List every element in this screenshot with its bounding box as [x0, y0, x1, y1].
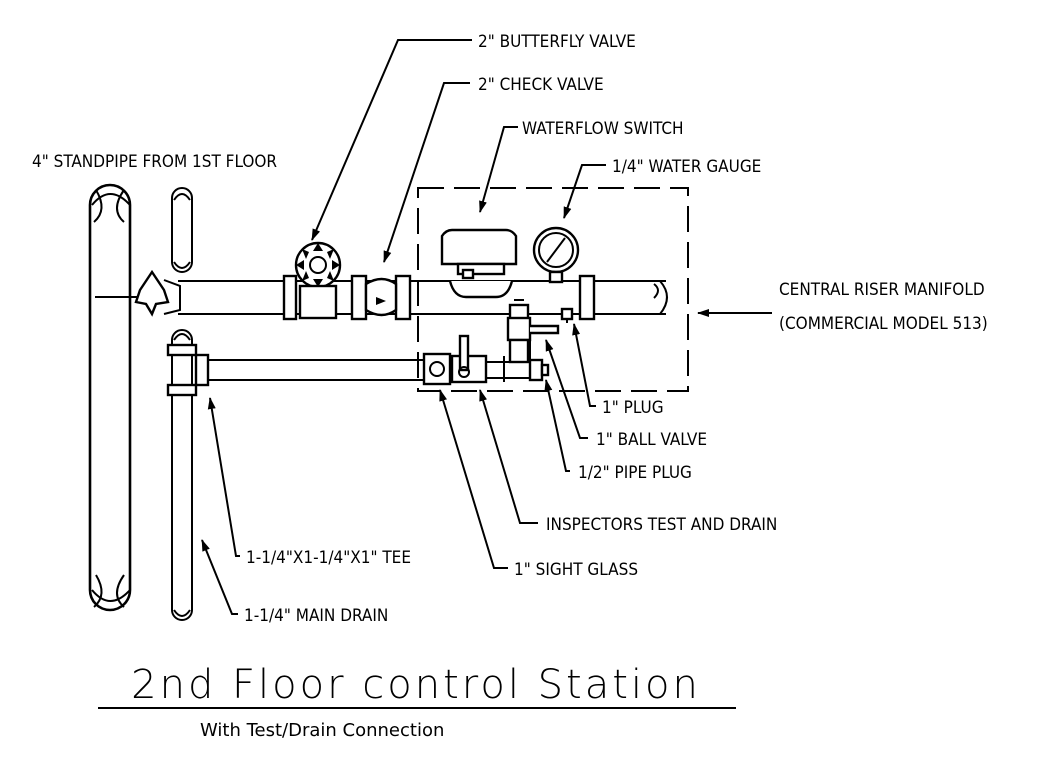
- label-water-gauge: 1/4" WATER GAUGE: [612, 157, 761, 177]
- manifold-outline: [417, 187, 689, 392]
- label-manifold-line1: CENTRAL RISER MANIFOLD: [779, 280, 985, 300]
- diagram-title: 2nd Floor control Station: [131, 662, 701, 708]
- label-main-drain: 1-1/4" MAIN DRAIN: [244, 606, 388, 626]
- label-pipe-plug: 1/2" PIPE PLUG: [578, 463, 692, 483]
- butterfly-valve: [294, 241, 342, 320]
- main-pipe: [178, 274, 668, 321]
- upper-riser-stub: [171, 187, 193, 273]
- check-valve: [364, 277, 398, 317]
- label-ball-valve: 1" BALL VALVE: [596, 430, 707, 450]
- diagram-subtitle: With Test/Drain Connection: [200, 720, 444, 741]
- water-gauge: [532, 226, 580, 284]
- label-sight-glass: 1" SIGHT GLASS: [514, 560, 638, 580]
- waterflow-switch: [440, 228, 518, 299]
- label-check-valve: 2" CHECK VALVE: [478, 75, 604, 95]
- label-inspectors-test: INSPECTORS TEST AND DRAIN: [546, 515, 777, 535]
- label-plug: 1" PLUG: [602, 398, 664, 418]
- label-standpipe: 4" STANDPIPE FROM 1ST FLOOR: [32, 152, 277, 172]
- main-drain-pipe: [166, 329, 198, 621]
- label-tee: 1-1/4"X1-1/4"X1" TEE: [246, 548, 411, 568]
- label-waterflow-switch: WATERFLOW SWITCH: [522, 119, 684, 139]
- label-butterfly-valve: 2" BUTTERFLY VALVE: [478, 32, 636, 52]
- label-manifold-line2: (COMMERCIAL MODEL 513): [779, 314, 988, 334]
- standpipe-valve: [95, 269, 181, 317]
- drain-line: [194, 334, 550, 387]
- standpipe-4in: [88, 183, 132, 612]
- leader-lines: [201, 39, 772, 615]
- ball-valve-assembly: [506, 299, 574, 364]
